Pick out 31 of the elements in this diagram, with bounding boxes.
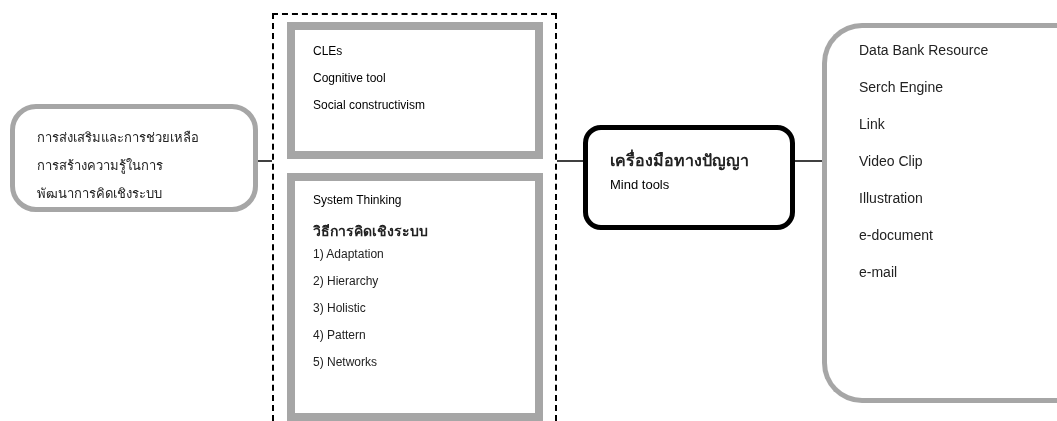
item-text: เครื่องมือทางปัญญา xyxy=(610,148,749,173)
connector-line xyxy=(556,160,584,162)
rounded-box xyxy=(10,104,258,212)
content-box xyxy=(287,173,543,421)
item-text: Serch Engine xyxy=(859,79,944,95)
item-text: e-mail xyxy=(859,264,898,280)
item-text: 4) Pattern xyxy=(313,328,366,342)
item-text: Video Clip xyxy=(859,153,923,169)
connector-line xyxy=(794,160,823,162)
content-box xyxy=(287,22,543,159)
item-text: Data Bank Resource xyxy=(859,42,989,58)
item-text: Link xyxy=(859,116,885,132)
item-text: 1) Adaptation xyxy=(313,247,384,261)
item-text: วิธีการคิดเชิงระบบ xyxy=(313,222,428,241)
item-text: e-document xyxy=(859,227,933,243)
item-text: 3) Holistic xyxy=(313,301,366,315)
item-text: CLEs xyxy=(313,44,343,58)
item-text: System Thinking xyxy=(313,193,402,207)
item-text: 2) Hierarchy xyxy=(313,274,379,288)
item-text: Mind tools xyxy=(610,177,670,192)
dashed-group-frame xyxy=(272,13,557,421)
rounded-box xyxy=(583,125,795,230)
item-text: 5) Networks xyxy=(313,355,377,369)
item-text: การสร้างความรู้ในการ xyxy=(37,157,163,176)
item-text: Cognitive tool xyxy=(313,71,386,85)
item-text: Social constructivism xyxy=(313,98,426,112)
item-text: การส่งเสริมและการช่วยเหลือ xyxy=(37,129,199,147)
rounded-box xyxy=(822,23,1057,403)
item-text: Illustration xyxy=(859,190,923,206)
connector-line xyxy=(257,160,273,162)
item-text: พัฒนาการคิดเชิงระบบ xyxy=(37,185,162,203)
